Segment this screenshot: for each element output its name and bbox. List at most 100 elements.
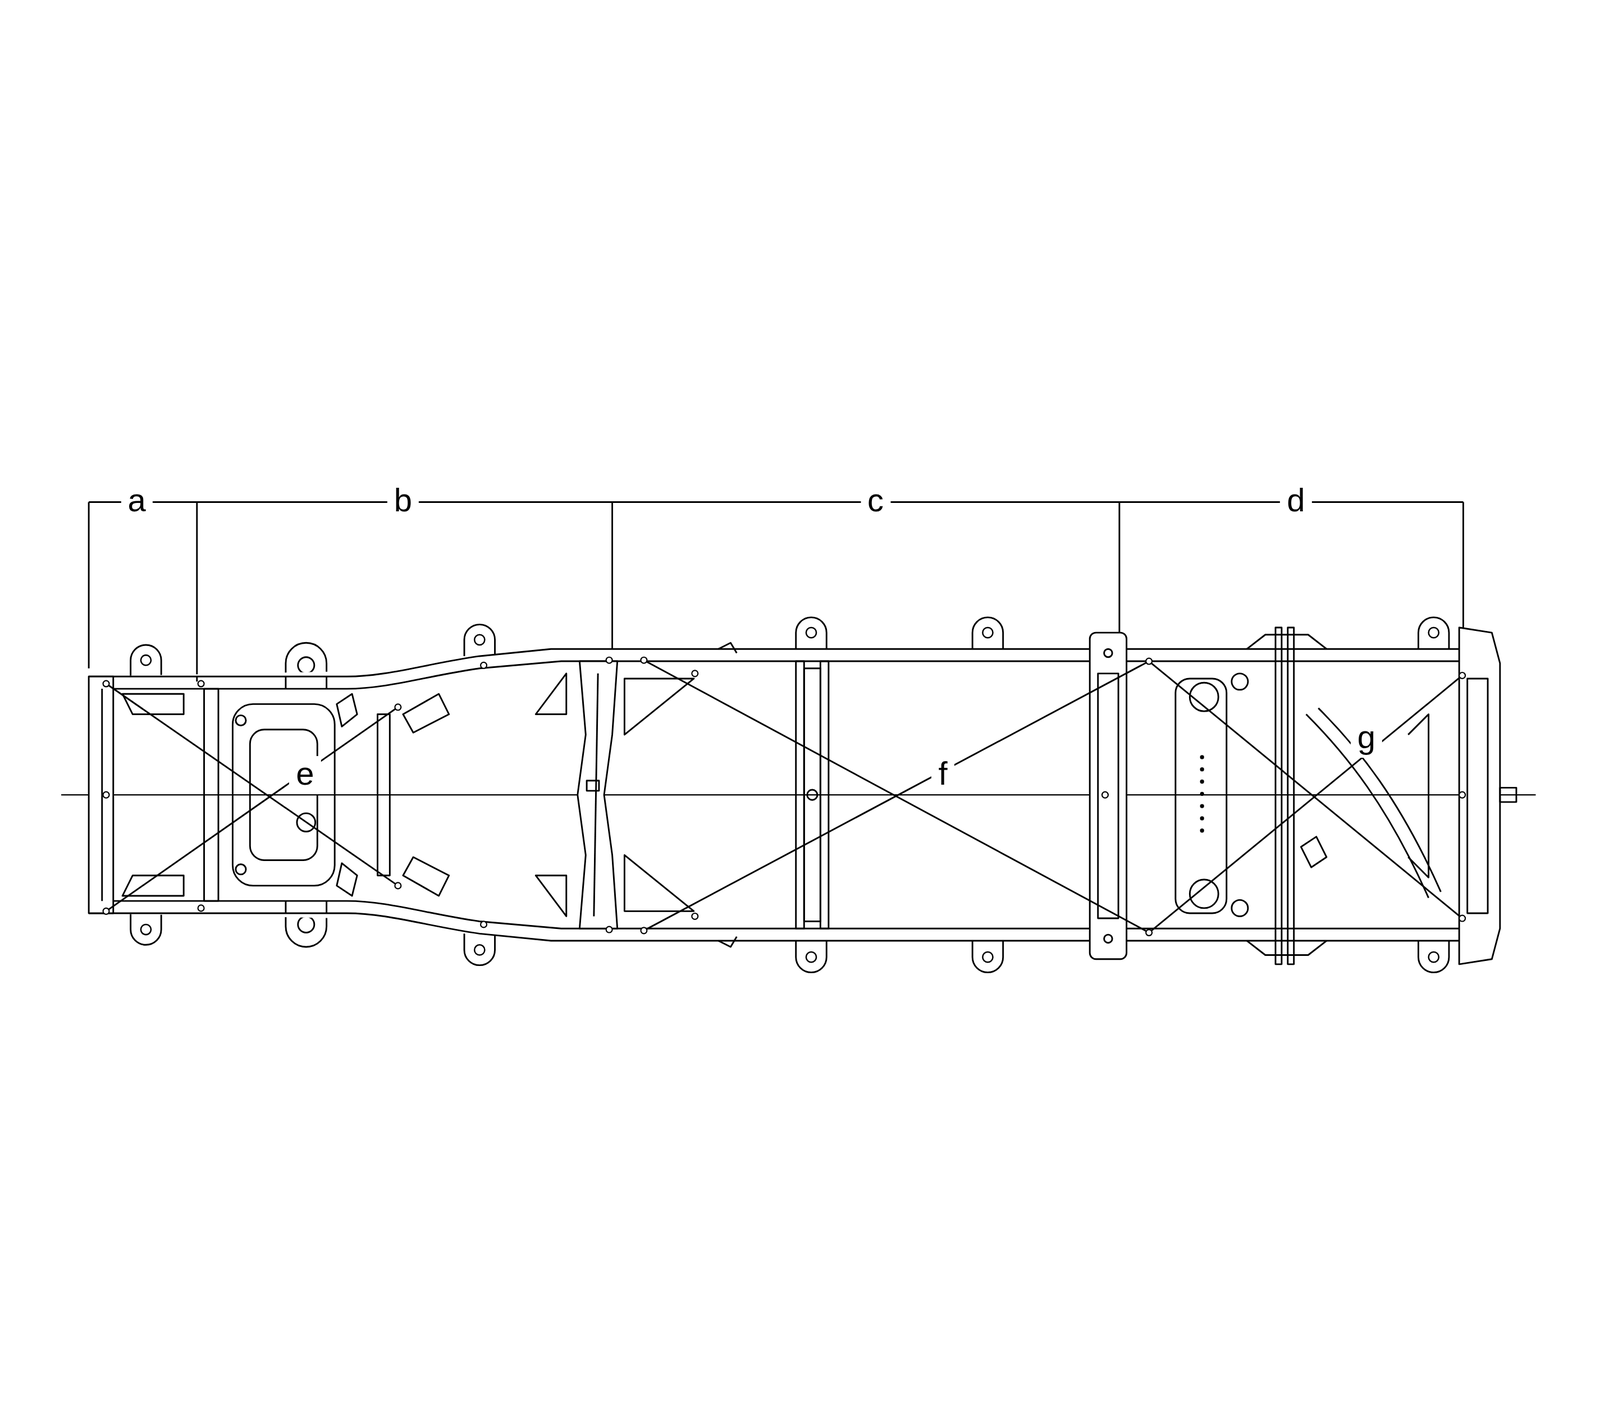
tow-hook xyxy=(298,916,315,933)
gusset xyxy=(535,673,567,715)
measurement-point xyxy=(606,926,613,934)
callout-letter: a xyxy=(120,482,153,521)
measurement-line xyxy=(106,683,399,886)
tow-hook xyxy=(298,657,315,674)
dimension-tick xyxy=(1462,501,1465,649)
mount-hole xyxy=(1231,899,1248,917)
crossmember xyxy=(204,688,219,902)
measurement-point xyxy=(691,670,698,677)
bracket xyxy=(1300,837,1327,868)
measurement-line xyxy=(1149,675,1463,933)
bracket xyxy=(336,863,358,896)
crossmember xyxy=(820,661,829,929)
engine-crossmember xyxy=(249,729,318,861)
measurement-point xyxy=(606,657,613,664)
measurement-point xyxy=(394,882,401,889)
side-rail xyxy=(88,901,1460,929)
hole xyxy=(1200,779,1205,784)
bracket xyxy=(1408,714,1429,879)
gusset xyxy=(535,875,567,917)
body-mount-tab xyxy=(130,913,162,945)
measurement-point xyxy=(640,657,647,664)
bracket xyxy=(403,857,450,896)
measurement-point xyxy=(394,704,401,711)
measurement-point xyxy=(103,680,110,688)
tow-hook xyxy=(285,901,327,948)
clip xyxy=(718,642,738,653)
crossmember xyxy=(377,714,391,876)
engine-crossmember xyxy=(232,704,335,886)
measurement-point xyxy=(1145,929,1152,936)
body-mount-tab xyxy=(464,933,496,966)
dimension-tick xyxy=(1118,501,1120,633)
mount-hole xyxy=(807,789,818,800)
measurement-point xyxy=(103,908,110,915)
measurement-point xyxy=(480,662,487,669)
crossmember xyxy=(1275,627,1282,965)
measurement-point xyxy=(198,904,205,912)
gusset xyxy=(624,678,694,735)
hole xyxy=(1200,755,1205,760)
crossmember-slot xyxy=(586,780,600,792)
measurement-point xyxy=(103,792,110,799)
front-crossmember xyxy=(88,676,114,914)
dimension-tick xyxy=(611,501,614,653)
mount-hole xyxy=(1104,934,1113,944)
hole xyxy=(1200,803,1205,808)
hole xyxy=(1200,828,1205,833)
bracket xyxy=(1246,940,1327,955)
crossmember xyxy=(803,668,821,922)
hole xyxy=(1200,767,1205,772)
frame-drawing xyxy=(61,501,1536,973)
crossmember xyxy=(1287,627,1295,965)
body-mount-tab xyxy=(130,645,162,677)
measurement-point xyxy=(1459,915,1466,922)
dimension-tick xyxy=(88,501,90,669)
measurement-point xyxy=(480,921,487,928)
clip xyxy=(718,936,738,948)
mount-hole xyxy=(235,864,246,875)
callout-letter: e xyxy=(289,756,321,795)
crossmember xyxy=(1098,673,1119,919)
mount-hole xyxy=(1231,673,1248,690)
measurement-point xyxy=(198,680,205,688)
body-mount-tab xyxy=(796,940,827,973)
rear-bumper xyxy=(1459,627,1501,965)
crossmember xyxy=(593,673,598,917)
crossmember xyxy=(796,661,805,929)
callout-letter: g xyxy=(1350,719,1383,758)
measurement-point xyxy=(1145,658,1152,665)
measurement-point xyxy=(1459,672,1466,679)
hole xyxy=(1200,816,1205,821)
measurement-line xyxy=(643,661,1150,931)
measurement-point xyxy=(1459,792,1466,799)
callout-letter: d xyxy=(1280,482,1312,521)
measurement-point xyxy=(1102,792,1109,799)
side-rail xyxy=(88,661,1460,689)
measurement-line xyxy=(106,707,399,912)
mount-hole xyxy=(1104,648,1113,658)
side-rail xyxy=(88,648,1460,677)
crossmember xyxy=(577,661,618,929)
body-mount-tab xyxy=(972,617,1004,649)
measurement-line xyxy=(643,660,1150,933)
axle-crossmember xyxy=(1175,678,1227,914)
dimension-tick xyxy=(195,501,198,682)
measurement-line xyxy=(1149,661,1463,919)
measurement-points xyxy=(103,657,1466,936)
mount-hole xyxy=(235,715,246,726)
bracket xyxy=(336,693,358,727)
gusset xyxy=(624,855,694,912)
body-mount-tab xyxy=(1418,617,1449,649)
measurement-point xyxy=(640,927,647,934)
hole xyxy=(1200,792,1205,797)
bracket xyxy=(403,693,450,733)
center-line xyxy=(61,794,1536,796)
side-rail xyxy=(88,913,1460,941)
hole-row xyxy=(1200,755,1205,833)
body-mount-tab xyxy=(796,617,827,649)
tow-hook xyxy=(285,642,327,689)
measurement-point xyxy=(691,913,698,920)
